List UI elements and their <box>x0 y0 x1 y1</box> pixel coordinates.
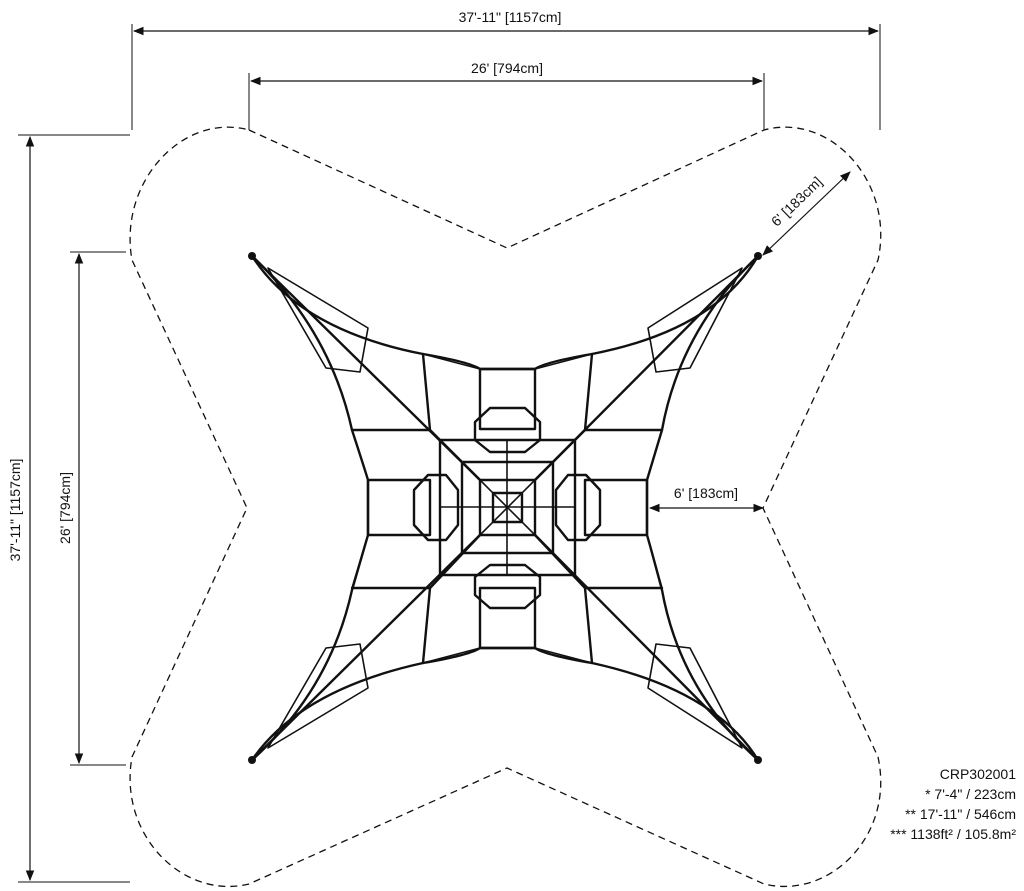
model-number: CRP302001 <box>939 766 1016 782</box>
net-structure <box>248 252 762 764</box>
structure-width-dimension: 26' [794cm] <box>248 60 765 130</box>
area-dimension-line: ** 17'-11" / 546cm <box>905 806 1016 822</box>
corner-clearance-label: 6' [183cm] <box>768 173 825 229</box>
fall-height-line: * 7'-4" / 223cm <box>925 786 1016 802</box>
product-spec-block: CRP302001 * 7'-4" / 223cm ** 17'-11" / 5… <box>890 764 1016 844</box>
side-clearance-dimension: 6' [183cm] <box>648 485 765 513</box>
structure-width-label: 26' [794cm] <box>471 60 543 76</box>
side-clearance-label: 6' [183cm] <box>674 485 738 501</box>
overall-width-label: 37'-11" [1157cm] <box>459 9 562 25</box>
corner-clearance-dimension: 6' [183cm] <box>762 171 851 256</box>
structure-height-dimension: 26' [794cm] <box>57 251 126 766</box>
overall-height-label: 37'-11" [1157cm] <box>7 459 23 562</box>
overall-height-dimension: 37'-11" [1157cm] <box>7 134 130 883</box>
structure-height-label: 26' [794cm] <box>57 472 73 544</box>
overall-width-dimension: 37'-11" [1157cm] <box>131 8 881 130</box>
area-line: *** 1138ft² / 105.8m² <box>890 826 1016 842</box>
